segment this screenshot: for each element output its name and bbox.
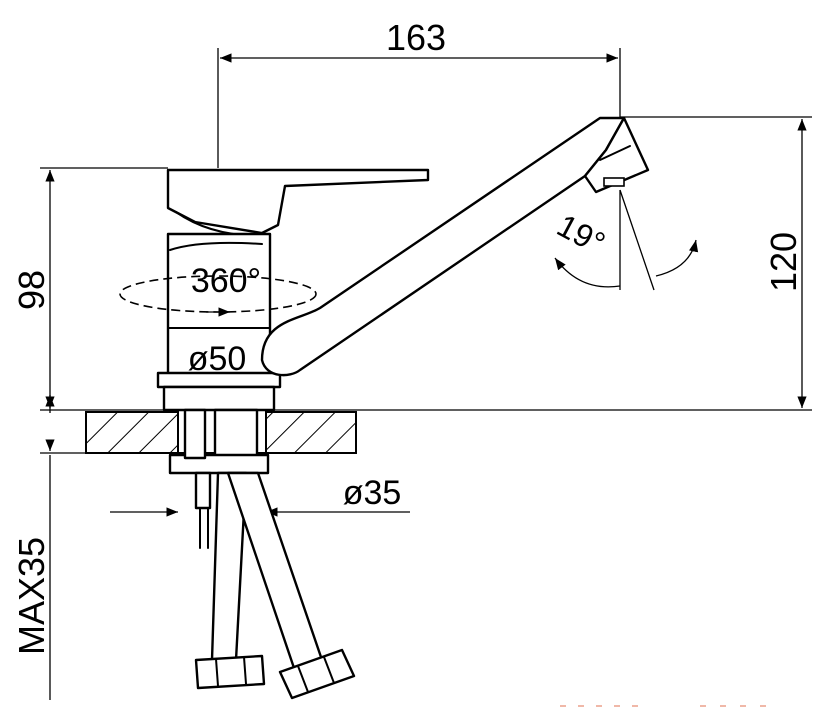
spout	[260, 116, 626, 377]
rotation-indicator	[119, 275, 317, 317]
mounting-assembly	[168, 408, 270, 549]
label-max-thickness: MAX35	[11, 537, 52, 655]
threaded-stud	[183, 408, 207, 460]
lever-handle	[166, 168, 430, 235]
label-base-diameter: ø50	[188, 340, 247, 378]
label-pipe-diameter: ø35	[343, 474, 402, 512]
aerator	[583, 116, 650, 194]
label-width: 163	[386, 17, 446, 58]
label-spout-height: 120	[763, 232, 804, 292]
faucet-body	[156, 116, 650, 412]
hose-right	[226, 471, 324, 670]
hose-nut-left	[194, 654, 266, 690]
supply-hoses	[194, 471, 356, 700]
label-body-height: 98	[11, 270, 52, 310]
hose-nut-right	[278, 648, 356, 700]
label-rotation: 360°	[191, 262, 261, 300]
label-spout-angle: 19°	[551, 207, 611, 262]
spout-angle-indicator	[554, 189, 699, 291]
